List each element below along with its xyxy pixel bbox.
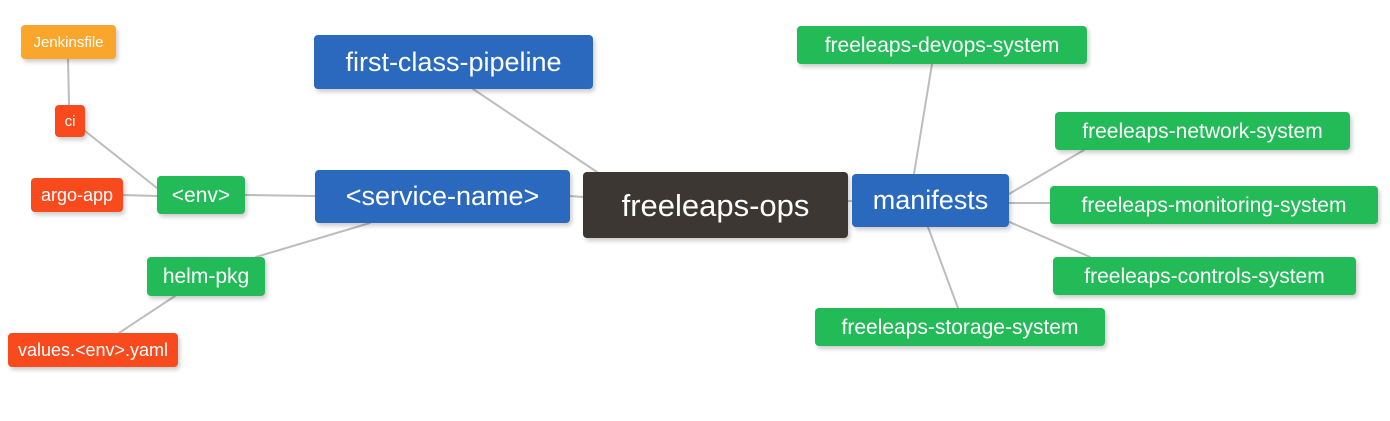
mindmap-node-freeleaps-devops-system[interactable]: freeleaps-devops-system bbox=[797, 26, 1087, 64]
mindmap-node-service-name[interactable]: <service-name> bbox=[315, 170, 570, 223]
mindmap-node-label: freeleaps-monitoring-system bbox=[1081, 193, 1347, 217]
edge-line bbox=[244, 194, 316, 197]
mindmap-node-label: argo-app bbox=[40, 185, 114, 205]
mindmap-node-label: freeleaps-ops bbox=[621, 187, 810, 223]
mindmap-node-freeleaps-monitoring-system[interactable]: freeleaps-monitoring-system bbox=[1050, 186, 1378, 224]
mindmap-node-label: freeleaps-storage-system bbox=[841, 315, 1079, 339]
edge-line bbox=[67, 58, 70, 106]
edge-line bbox=[1004, 219, 1091, 258]
mindmap-node-argo-app[interactable]: argo-app bbox=[31, 178, 123, 212]
edge-line bbox=[569, 195, 584, 198]
mindmap-node-freeleaps-controls-system[interactable]: freeleaps-controls-system bbox=[1053, 257, 1356, 295]
edge-line bbox=[927, 226, 959, 309]
mindmap-node-label: freeleaps-controls-system bbox=[1084, 264, 1325, 288]
mindmap-node-first-class-pipeline[interactable]: first-class-pipeline bbox=[314, 35, 593, 89]
mindmap-node-manifests[interactable]: manifests bbox=[852, 174, 1009, 227]
mindmap-node-label: ci bbox=[64, 112, 76, 130]
mindmap-node-label: <service-name> bbox=[345, 181, 540, 211]
mindmap-node-values-env-yaml[interactable]: values.<env>.yaml bbox=[8, 333, 178, 367]
edge-line bbox=[118, 295, 176, 334]
mindmap-node-label: Jenkinsfile bbox=[33, 33, 104, 51]
mindmap-node-label: freeleaps-devops-system bbox=[824, 33, 1060, 57]
mindmap-node-label: freeleaps-network-system bbox=[1082, 119, 1323, 143]
mindmap-node-env[interactable]: <env> bbox=[157, 176, 245, 214]
edge-line bbox=[122, 194, 158, 197]
mindmap-node-jenkinsfile[interactable]: Jenkinsfile bbox=[21, 25, 116, 59]
mindmap-node-helm-pkg[interactable]: helm-pkg bbox=[147, 257, 265, 296]
mindmap-node-label: manifests bbox=[872, 185, 989, 215]
mindmap-node-label: helm-pkg bbox=[162, 265, 250, 288]
mindmap-node-freeleaps-ops[interactable]: freeleaps-ops bbox=[583, 172, 848, 238]
mindmap-node-freeleaps-network-system[interactable]: freeleaps-network-system bbox=[1055, 112, 1350, 150]
mindmap-node-label: values.<env>.yaml bbox=[17, 340, 169, 360]
mindmap-node-freeleaps-storage-system[interactable]: freeleaps-storage-system bbox=[815, 308, 1105, 346]
mindmap-node-ci[interactable]: ci bbox=[55, 105, 85, 137]
mindmap-node-label: <env> bbox=[171, 183, 231, 207]
edge-line bbox=[472, 88, 598, 173]
edge-line bbox=[255, 222, 371, 258]
edge-line bbox=[913, 63, 933, 175]
mindmap-node-label: first-class-pipeline bbox=[345, 46, 562, 77]
